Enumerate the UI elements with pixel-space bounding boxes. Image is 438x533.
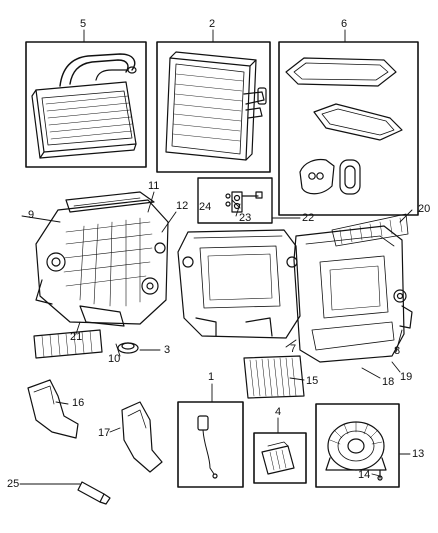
callout-15: 15: [306, 375, 319, 387]
blower-motor-drawing: [325, 421, 387, 481]
callout-10: 10: [108, 353, 121, 365]
middle-housing-drawing: [177, 229, 301, 339]
callout-1: 1: [208, 371, 215, 383]
callout-24: 24: [199, 201, 212, 213]
filter-21-drawing: [33, 329, 103, 359]
box-sensor: [177, 401, 244, 488]
box-blower-motor: [315, 403, 400, 488]
callout-3: 3: [164, 344, 171, 356]
box-evaporator: [156, 41, 271, 173]
seals-drawing: [285, 57, 403, 195]
callout-4: 4: [275, 406, 282, 418]
box-expansion-valve: [197, 177, 273, 224]
callout-12: 12: [176, 200, 189, 212]
callout-13: 13: [412, 448, 425, 460]
duct-16-drawing: [27, 379, 79, 439]
left-hvac-housing-drawing: [35, 191, 169, 327]
callout-23: 23: [239, 212, 252, 224]
callout-5: 5: [80, 18, 87, 30]
callout-22: 22: [302, 212, 315, 224]
callout-19: 19: [400, 371, 413, 383]
callout-2: 2: [209, 18, 216, 30]
box-resistor: [253, 432, 307, 484]
right-housing-drawing: [293, 213, 413, 363]
grommet-drawing: [117, 342, 139, 354]
cabin-filter-drawing: [243, 355, 305, 399]
expansion-valve-drawing: [225, 191, 263, 213]
callout-17: 17: [98, 427, 111, 439]
callout-21: 21: [70, 331, 83, 343]
callout-20: 20: [418, 203, 431, 215]
callout-6: 6: [341, 18, 348, 30]
tube-25-drawing: [77, 481, 111, 505]
heater-core-drawing: [31, 53, 137, 159]
callout-14: 14: [358, 469, 371, 481]
sensor-drawing: [197, 415, 218, 479]
evaporator-drawing: [165, 51, 267, 161]
callout-9: 9: [28, 209, 35, 221]
callout-16: 16: [72, 397, 85, 409]
duct-17-drawing: [121, 401, 163, 473]
box-seals: [278, 41, 419, 216]
callout-7: 7: [290, 343, 297, 355]
callout-11: 11: [148, 180, 160, 192]
callout-25: 25: [7, 478, 20, 490]
callout-8: 8: [394, 345, 401, 357]
callout-18: 18: [382, 376, 395, 388]
box-heater-core: [25, 41, 147, 168]
resistor-drawing: [261, 441, 295, 475]
